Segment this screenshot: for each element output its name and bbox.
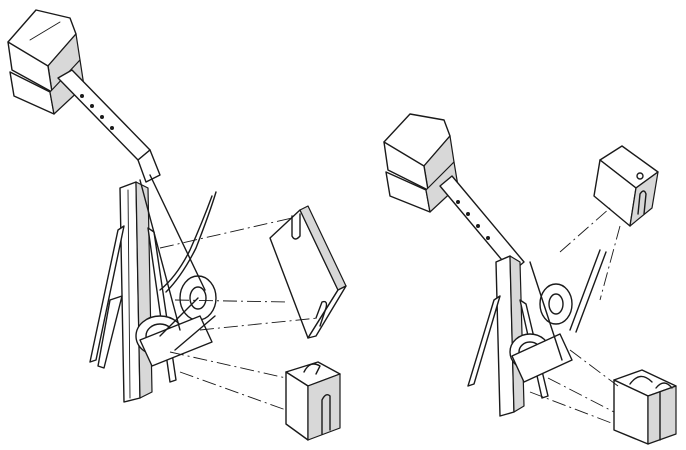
right-counterweight-blocks xyxy=(383,113,459,213)
left-boom-arm xyxy=(57,69,161,183)
left-pulley-assembly xyxy=(135,275,217,367)
right-cube-block xyxy=(593,145,659,227)
left-vertical-mast xyxy=(119,181,153,403)
left-hydraulic-hose xyxy=(159,195,213,291)
right-assembly xyxy=(383,113,677,445)
left-assembly xyxy=(7,9,347,441)
right-boom-arm xyxy=(439,175,525,273)
left-slotted-plate xyxy=(269,205,347,339)
left-counterweight-blocks xyxy=(7,9,85,115)
left-square-block xyxy=(285,361,341,441)
right-slotted-block xyxy=(613,369,677,445)
